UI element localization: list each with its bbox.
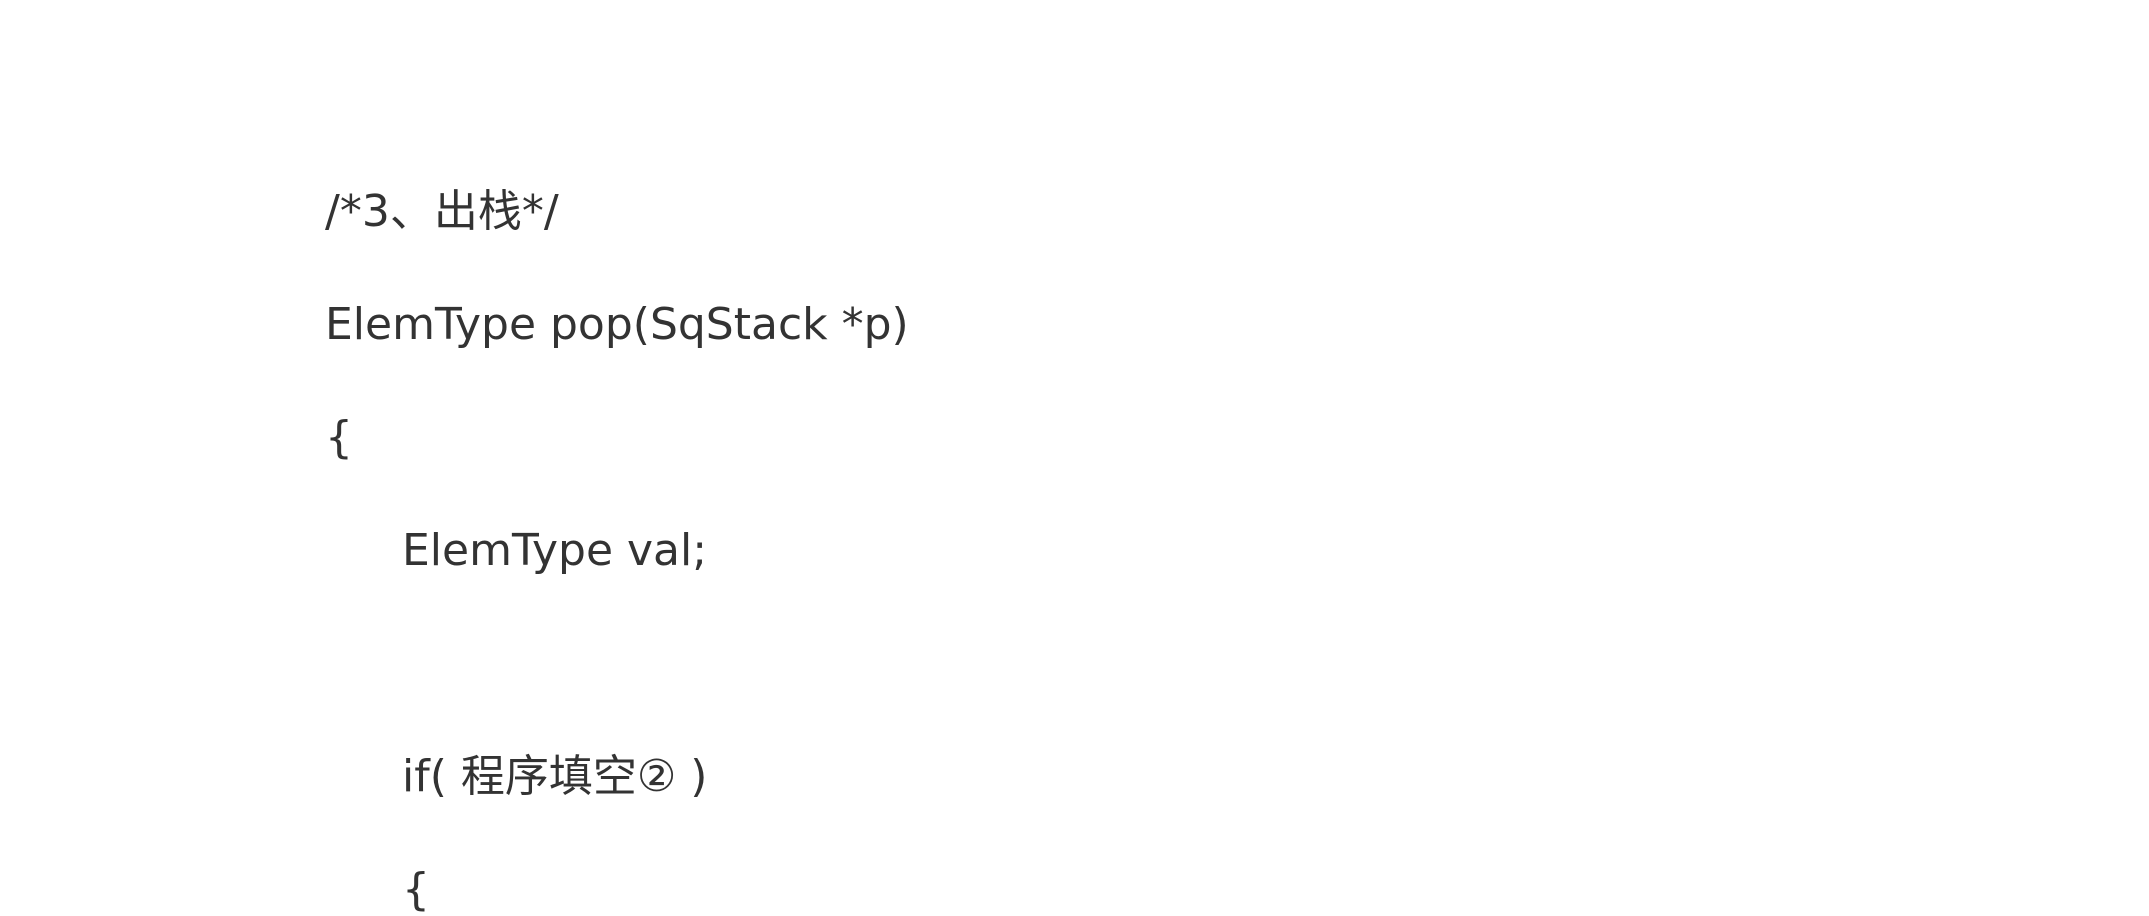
code-comment: /*3、出栈*/ — [325, 186, 559, 237]
inner-open-brace: { — [402, 864, 430, 915]
if-statement: if( 程序填空② ) — [402, 751, 708, 802]
open-brace: { — [325, 412, 353, 463]
variable-declaration: ElemType val; — [402, 525, 708, 576]
function-signature: ElemType pop(SqStack *p) — [325, 299, 909, 350]
